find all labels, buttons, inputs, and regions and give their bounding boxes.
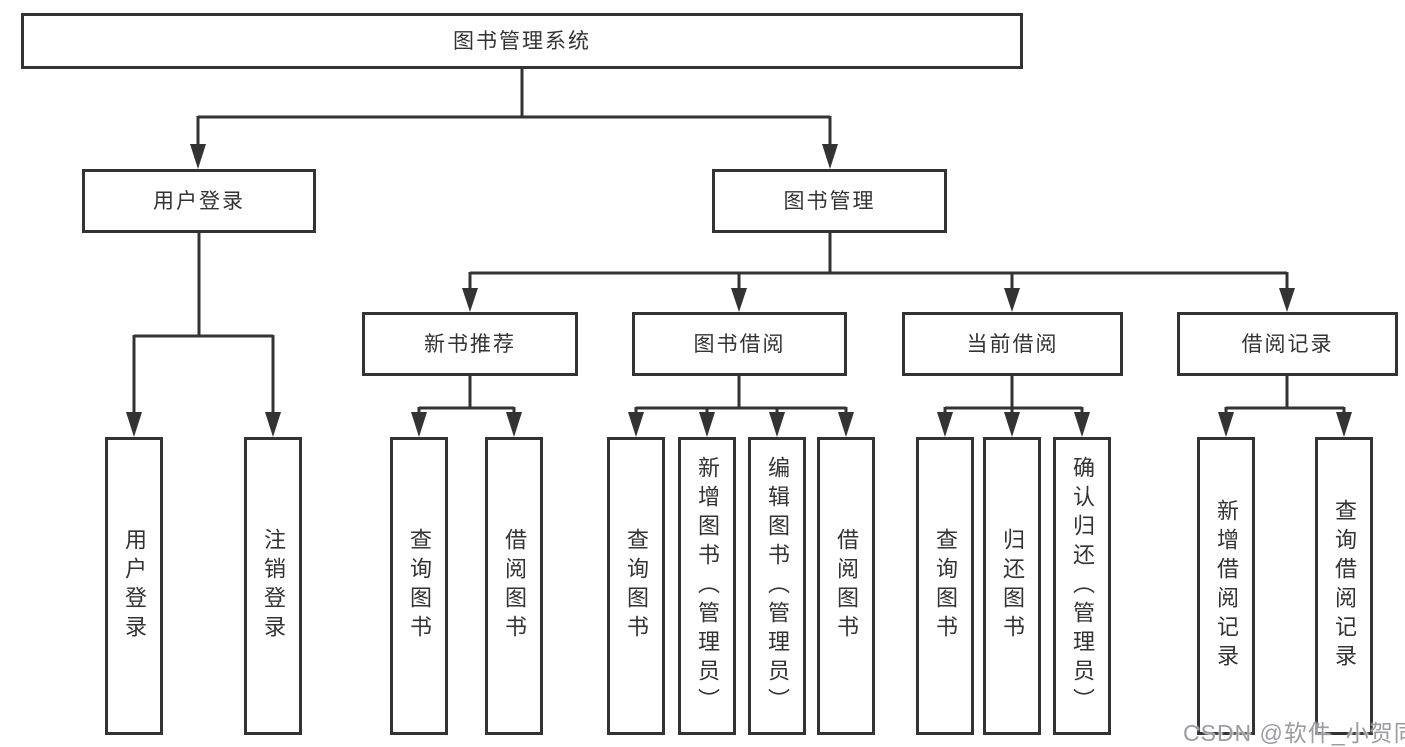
csdn-watermark: CSDN @软件_小贺同学 <box>1183 720 1405 746</box>
node-label: 借阅图书 <box>502 528 527 644</box>
node-leaf-add-book-admin: 新增图书（管理员） <box>678 437 736 735</box>
node-borrow-records: 借阅记录 <box>1177 312 1398 376</box>
node-label: 当前借阅 <box>966 332 1059 356</box>
node-book-borrow: 图书借阅 <box>632 312 847 376</box>
node-label: 借阅记录 <box>1241 332 1334 356</box>
node-label: 查询图书 <box>624 528 649 644</box>
node-book-management-module: 图书管理 <box>712 169 947 233</box>
node-label: 查询借阅记录 <box>1332 499 1357 673</box>
node-leaf-add-borrow-record: 新增借阅记录 <box>1197 437 1255 735</box>
node-user-login-module: 用户登录 <box>82 169 316 233</box>
node-leaf-logout: 注销登录 <box>244 437 302 735</box>
node-leaf-borrow-books-recommend: 借阅图书 <box>485 437 543 735</box>
node-label: 新书推荐 <box>424 332 516 356</box>
node-leaf-query-books-current: 查询图书 <box>916 437 974 735</box>
node-leaf-edit-book-admin: 编辑图书（管理员） <box>748 437 806 735</box>
node-leaf-query-books-borrow: 查询图书 <box>607 437 665 735</box>
arrowhead-icons <box>126 144 1352 437</box>
node-label: 新增图书（管理员） <box>695 455 720 717</box>
node-leaf-borrow-books: 借阅图书 <box>817 437 875 735</box>
node-label: 查询图书 <box>933 528 958 644</box>
node-label: 用户登录 <box>122 528 147 644</box>
node-current-borrow: 当前借阅 <box>902 312 1123 376</box>
node-leaf-user-login: 用户登录 <box>105 437 163 735</box>
node-label: 借阅图书 <box>834 528 859 644</box>
node-new-book-recommend: 新书推荐 <box>362 312 578 376</box>
node-label: 注销登录 <box>261 528 286 644</box>
node-label: 图书管理 <box>783 189 876 213</box>
node-label: 编辑图书（管理员） <box>765 455 790 717</box>
node-label: 图书借阅 <box>693 332 786 356</box>
node-leaf-confirm-return-admin: 确认归还（管理员） <box>1053 437 1111 735</box>
node-label: 确认归还（管理员） <box>1070 455 1095 717</box>
node-leaf-query-borrow-record: 查询借阅记录 <box>1315 437 1373 735</box>
node-label: 用户登录 <box>153 189 245 213</box>
node-leaf-return-book: 归还图书 <box>983 437 1041 735</box>
node-label: 图书管理系统 <box>453 29 591 53</box>
node-label: 归还图书 <box>1000 528 1025 644</box>
node-label: 查询图书 <box>407 528 432 644</box>
node-leaf-query-books-recommend: 查询图书 <box>390 437 448 735</box>
node-library-management-system: 图书管理系统 <box>21 13 1023 69</box>
node-label: 新增借阅记录 <box>1214 499 1239 673</box>
